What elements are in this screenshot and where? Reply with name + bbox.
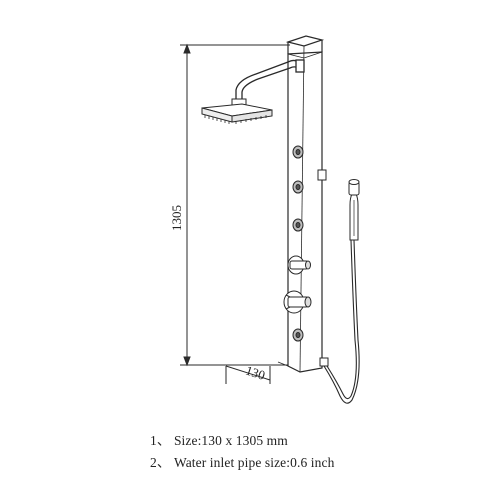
shower-head-nozzles (204, 115, 267, 124)
width-dimension (225, 365, 271, 384)
spec-text: Water inlet pipe size:0.6 inch (173, 455, 335, 470)
body-jet-3 (292, 218, 304, 232)
spec-list: 1、 Size:130 x 1305 mm 2、 Water inlet pip… (150, 430, 490, 474)
panel-body (277, 35, 325, 373)
spec-line-inlet: 2、 Water inlet pipe size:0.6 inch (150, 452, 490, 474)
body-jet-2 (292, 180, 304, 194)
body-jet-4 (292, 328, 304, 342)
height-dimension (180, 43, 290, 367)
height-dimension-label: 1305 (169, 205, 184, 231)
spec-number: 2、 (150, 455, 171, 470)
hand-shower (348, 179, 360, 241)
thermostat-knob (283, 290, 312, 314)
spec-number: 1、 (150, 433, 171, 448)
diverter-knob (287, 255, 311, 275)
body-jet-1 (292, 145, 304, 159)
rain-shower-head (201, 98, 273, 123)
shower-arm (235, 59, 305, 100)
width-dimension-label: 130 (244, 363, 267, 383)
shower-panel-drawing: 1305 130 (169, 35, 360, 404)
body-jets (292, 145, 304, 342)
spec-text: Size:130 x 1305 mm (173, 433, 288, 448)
flexible-hose (323, 239, 360, 404)
spec-line-size: 1、 Size:130 x 1305 mm (150, 430, 490, 452)
